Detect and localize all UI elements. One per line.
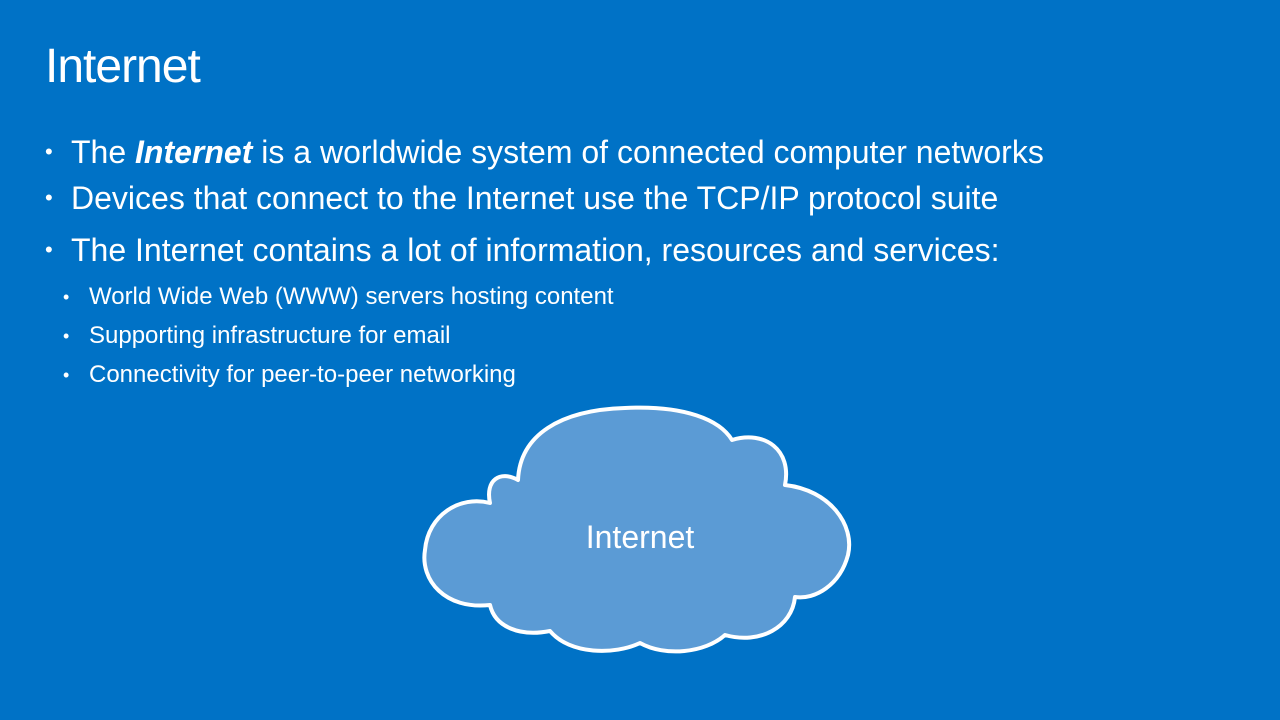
sub-bullet-p2p: Connectivity for peer-to-peer networking (0, 360, 1280, 390)
bullet-prefix: The (71, 134, 136, 170)
bullet-list: The Internet is a worldwide system of co… (0, 132, 1280, 399)
cloud-icon (422, 405, 852, 654)
bullet-emphasis: Internet (135, 134, 253, 170)
bullet-tcp-ip: Devices that connect to the Internet use… (0, 178, 1280, 218)
cloud-label: Internet (585, 519, 695, 555)
bullet-internet-definition: The Internet is a worldwide system of co… (0, 132, 1280, 172)
internet-cloud: Internet (420, 405, 852, 655)
sub-bullet-email: Supporting infrastructure for email (0, 321, 1280, 351)
bullet-suffix: is a worldwide system of connected compu… (252, 134, 1044, 170)
sub-bullet-www: World Wide Web (WWW) servers hosting con… (0, 282, 1280, 312)
bullet-internet-contents: The Internet contains a lot of informati… (0, 230, 1280, 270)
slide-title: Internet (45, 40, 201, 93)
